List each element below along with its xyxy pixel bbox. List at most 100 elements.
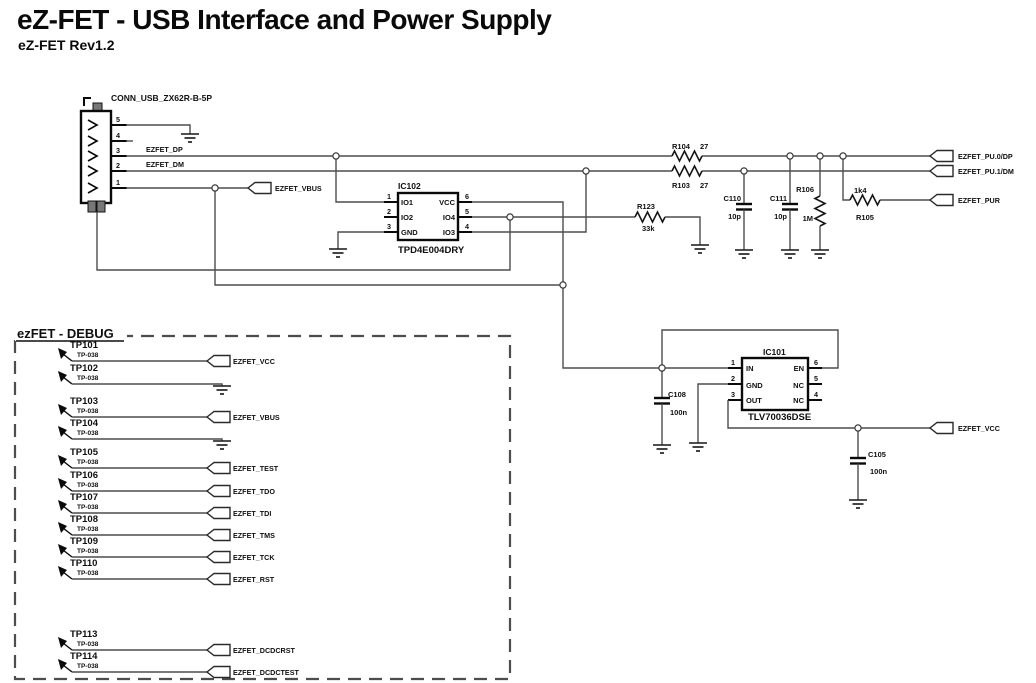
- testpoint-type: TP-038: [77, 570, 99, 577]
- testpoint-type: TP-038: [77, 482, 99, 489]
- ground-symbol: [212, 440, 232, 450]
- junction-dot: [559, 281, 567, 289]
- testpoint-ref: TP103: [70, 396, 98, 407]
- component-value: 33k: [642, 224, 655, 233]
- net-label-tag: [206, 550, 231, 564]
- net-label-tag: [206, 461, 231, 475]
- net-label: EZFET_VCC: [958, 424, 1000, 433]
- wire: [72, 438, 223, 441]
- ground-symbol: [848, 499, 868, 509]
- ground-symbol: [780, 249, 800, 259]
- wire: [470, 171, 587, 233]
- net-label: EZFET_VBUS: [275, 184, 322, 193]
- net-label: EZFET_TDO: [233, 487, 275, 496]
- net-label-tag: [206, 506, 231, 520]
- component-ref: C108: [668, 390, 686, 399]
- net-label-tag: [929, 164, 954, 178]
- capacitor-symbol: [780, 202, 800, 211]
- pin-number: 4: [116, 131, 120, 140]
- ic102-ref: IC102: [398, 181, 421, 191]
- pin-chevron: [87, 135, 99, 147]
- testpoint-ref: TP102: [70, 363, 98, 374]
- component-ref: R103: [672, 181, 690, 190]
- pin-number: 5: [814, 374, 818, 383]
- net-label: EZFET_TDI: [233, 509, 271, 518]
- pin-name: IO1: [401, 198, 413, 207]
- resistor-symbol: [849, 194, 881, 206]
- net-label-tag: [206, 665, 231, 679]
- pin-number: 2: [387, 207, 391, 216]
- wire: [126, 124, 191, 134]
- ic102-tpd4e004: IC102 TPD4E004DRY 1 2 3 6 5 4 IO1 IO2 GN…: [384, 181, 472, 256]
- ground-symbol: [180, 133, 200, 143]
- wire: [72, 383, 223, 386]
- testpoint-type: TP-038: [77, 663, 99, 670]
- testpoint-type: TP-038: [77, 459, 99, 466]
- pin-name: NC: [793, 381, 804, 390]
- component-value: 27: [700, 181, 708, 190]
- ground-symbol: [734, 249, 754, 259]
- wire: [661, 329, 839, 369]
- net-label: EZFET_TEST: [233, 464, 279, 473]
- wire: [470, 201, 564, 285]
- testpoint-ref: TP107: [70, 492, 98, 503]
- resistor-symbol: [814, 195, 826, 227]
- usb-connector: CONN_USB_ZX62R-B-5P 5 4 3 2 1: [79, 93, 212, 213]
- pin-name: OUT: [746, 396, 762, 405]
- debug-title-backdrop: [15, 326, 127, 341]
- usb-wires: [96, 124, 930, 369]
- wire: [335, 156, 386, 203]
- component-labels: R104 27 R103 27 R123 33k C110 10p C111 1…: [637, 142, 888, 476]
- pin-number: 5: [465, 207, 469, 216]
- pin-number: 1: [387, 192, 391, 201]
- net-label: EZFET_TCK: [233, 553, 275, 562]
- testpoint-ref: TP101: [70, 340, 99, 351]
- net-label-tag: [929, 149, 954, 163]
- debug-title: ezFET - DEBUG: [17, 326, 114, 341]
- testpoint-type: TP-038: [77, 408, 99, 415]
- shield-pin: [87, 200, 97, 213]
- testpoint-ref: TP108: [70, 514, 98, 525]
- pin-name: IO4: [443, 213, 456, 222]
- ic101-part: TLV70036DSE: [748, 412, 811, 423]
- testpoint-type: TP-038: [77, 548, 99, 555]
- component-value: 1M: [803, 214, 813, 223]
- pin-number: 2: [731, 374, 735, 383]
- testpoint-ref: TP106: [70, 470, 98, 481]
- component-ref: R104: [672, 142, 691, 151]
- junction-dot: [816, 152, 824, 160]
- schematic-title: eZ-FET - USB Interface and Power Supply: [17, 4, 552, 35]
- junction-dot: [786, 152, 794, 160]
- net-label: EZFET_RST: [233, 575, 275, 584]
- net-label: EZFET_PU.1/DM: [958, 167, 1014, 176]
- ic101-tlv70036: IC101 TLV70036DSE 1 2 3 6 5 4 IN GND OUT…: [652, 329, 930, 509]
- net-label-tag: [206, 484, 231, 498]
- component-ref: C111: [770, 194, 787, 203]
- wire: [337, 231, 386, 249]
- net-label-tags: EZFET_VBUS EZFET_PU.0/DP EZFET_PU.1/DM E…: [146, 145, 1014, 435]
- pin-name: GND: [401, 228, 418, 237]
- pin-name: EN: [794, 364, 804, 373]
- pin-number: 5: [116, 115, 120, 124]
- net-label: EZFET_TMS: [233, 531, 275, 540]
- junction-dot: [332, 152, 340, 160]
- capacitor-symbol: [848, 456, 868, 465]
- resistor-symbol: [671, 150, 703, 162]
- net-label-tag: [929, 421, 954, 435]
- junction-dot: [658, 364, 666, 372]
- wire: [96, 212, 511, 271]
- junction-dot: [506, 213, 514, 221]
- net-label-tag: [206, 643, 231, 657]
- ic102-body: [396, 191, 460, 242]
- component-ref: R123: [637, 202, 655, 211]
- net-label-tag: [247, 181, 272, 195]
- junction-dot: [839, 152, 847, 160]
- component-ref: R106: [796, 185, 814, 194]
- component-value: 27: [700, 142, 708, 151]
- testpoint-type: TP-038: [77, 526, 99, 533]
- component-ref: C110: [723, 194, 741, 203]
- testpoint-type: TP-038: [77, 352, 99, 359]
- pin-name: IN: [746, 364, 754, 373]
- pin-chevron: [87, 182, 99, 194]
- wire: [697, 383, 728, 443]
